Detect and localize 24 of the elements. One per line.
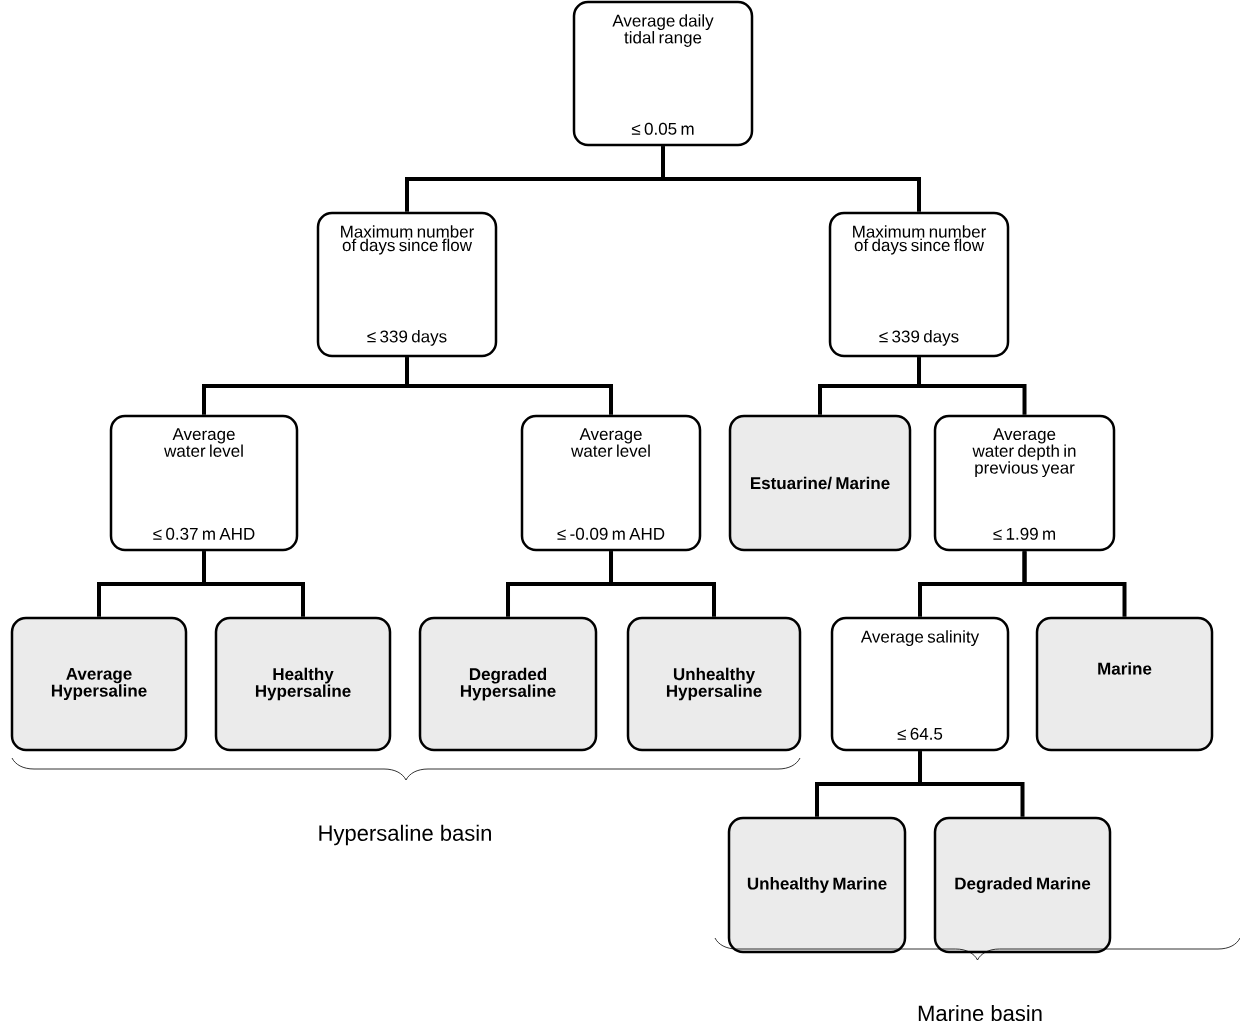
decision-box: Average water depth in previous year ≤ 1.99 m bbox=[933, 414, 1116, 552]
connector bbox=[918, 751, 1025, 817]
decision-box: Average salinity ≤ 64.5 bbox=[830, 616, 1010, 752]
connector bbox=[405, 357, 613, 415]
connector bbox=[917, 357, 1027, 415]
connector bbox=[1022, 551, 1127, 617]
outcome-box: Healthy Hypersaline bbox=[214, 616, 392, 752]
group-label: Marine basin bbox=[918, 1004, 1042, 1022]
connector bbox=[661, 146, 921, 212]
outcome-box: Unhealthy Hypersaline bbox=[626, 616, 802, 752]
outcome-box: Marine bbox=[1035, 616, 1214, 752]
outcome-box: Unhealthy Marine bbox=[727, 816, 907, 954]
connector bbox=[609, 551, 716, 617]
connector bbox=[202, 551, 305, 617]
decision-box: Maximum number of days since flow ≤ 339 days bbox=[316, 211, 498, 358]
outcome-box: Degraded Hypersaline bbox=[418, 616, 598, 752]
outcome-box: Estuarine/ Marine bbox=[728, 414, 912, 552]
outcome-box: Average Hypersaline bbox=[10, 616, 188, 752]
decision-box: Average daily tidal range ≤ 0.05 m bbox=[572, 0, 754, 147]
outcome-box: Degraded Marine bbox=[933, 816, 1112, 954]
decision-box: Average water level ≤ -0.09 m AHD bbox=[520, 414, 702, 552]
decision-box: Maximum number of days since flow ≤ 339 days bbox=[828, 211, 1010, 358]
group-label: Hypersaline basin bbox=[319, 824, 491, 846]
decision-box: Average water level ≤ 0.37 m AHD bbox=[109, 414, 299, 552]
